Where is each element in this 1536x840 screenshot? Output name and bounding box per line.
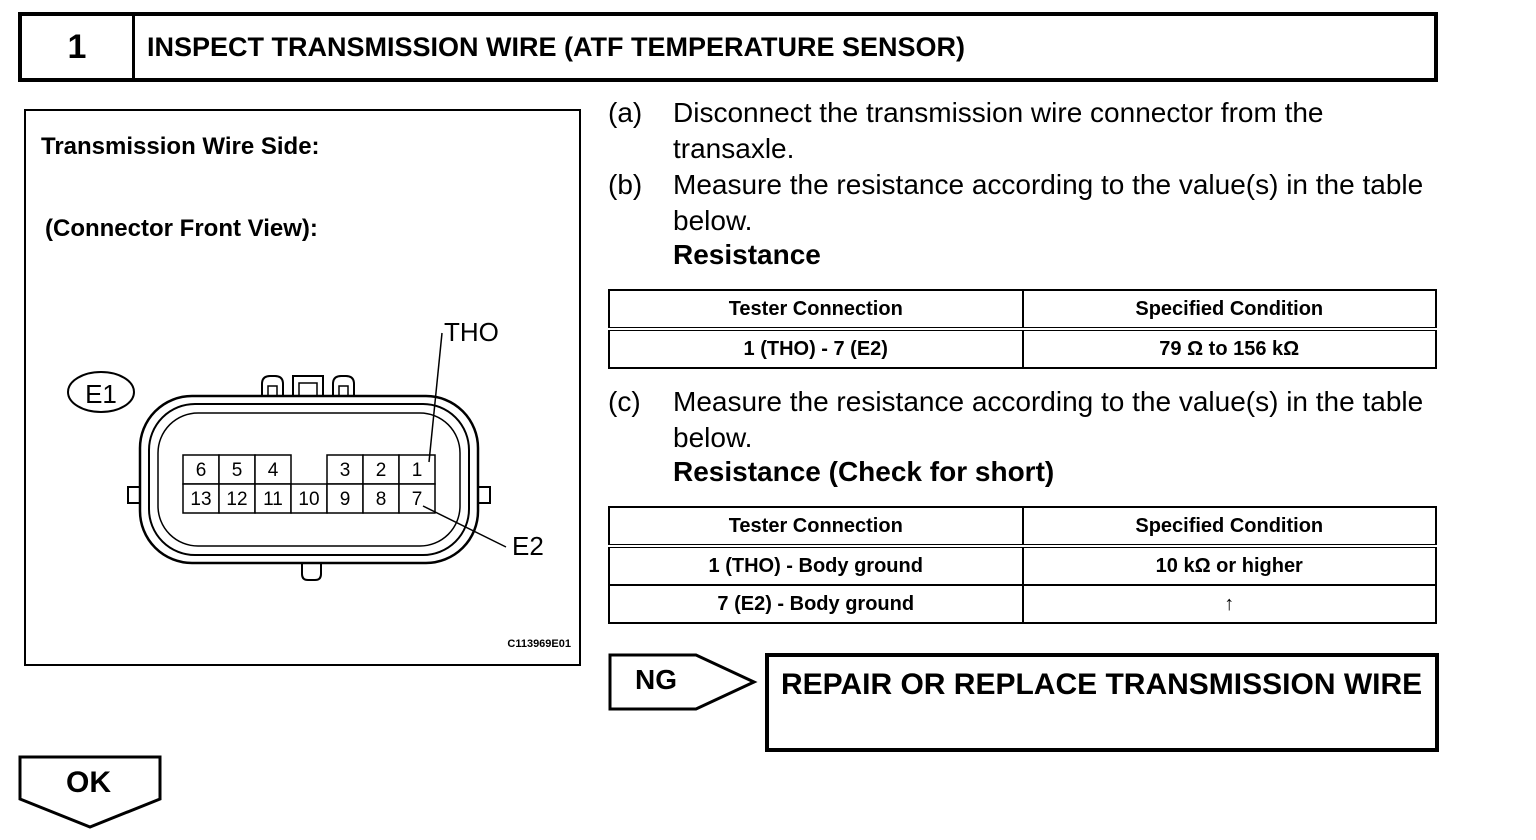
latch-center (292, 375, 324, 396)
connector-housing-face (157, 412, 461, 547)
e2-callout: E2 (512, 531, 544, 561)
step-c-label: (c) (608, 386, 641, 417)
latch-right (332, 375, 355, 396)
step-b: (b) Measure the resistance according to … (608, 167, 1438, 239)
resistance-table: Tester Connection Specified Condition 1 … (608, 289, 1437, 369)
ng-label: NG (635, 664, 677, 695)
step-a-label: (a) (608, 97, 643, 128)
table-header-connection: Tester Connection (608, 289, 1024, 331)
pin-cell (254, 483, 292, 514)
table-cell: ↑ (1021, 584, 1437, 624)
pin-cell (218, 483, 256, 514)
table-header-condition: Specified Condition (1021, 289, 1437, 331)
step-c-text: Measure the resistance according to the … (673, 386, 1424, 453)
table-row: 1 (THO) - Body ground 10 kΩ or higher (608, 545, 1437, 586)
connector-id-oval (67, 371, 135, 413)
step-b-text: Measure the resistance according to the … (673, 169, 1424, 236)
pin-cell (254, 454, 292, 485)
step-b-label: (b) (608, 169, 643, 200)
pin-label: 8 (376, 489, 387, 510)
pin-label: 11 (263, 489, 283, 510)
table-row: 1 (THO) - 7 (E2) 79 Ω to 156 kΩ (608, 328, 1437, 369)
table-header-connection: Tester Connection (608, 506, 1024, 548)
pin-label: 6 (196, 460, 207, 481)
pin-label: 12 (226, 489, 247, 510)
resistance-heading: Resistance (673, 239, 821, 270)
pin-label: 9 (340, 489, 351, 510)
short-check-table: Tester Connection Specified Condition 1 … (608, 506, 1437, 624)
ng-result-box: REPAIR OR REPLACE TRANSMISSION WIRE (765, 653, 1439, 752)
pin-cell (362, 483, 400, 514)
pin-label: 3 (340, 460, 351, 481)
e2-leader-line (422, 505, 507, 548)
connector-diagram: E1 6 5 4 3 2 1 13 12 11 10 9 8 7 THO E2 (67, 317, 544, 581)
connector-id-text: E1 (85, 379, 117, 409)
table-row: 7 (E2) - Body ground ↑ (608, 584, 1437, 624)
front-view-label: (Connector Front View): (45, 215, 318, 242)
step-number: 1 (22, 16, 135, 78)
latch-left (261, 375, 284, 396)
pin-label: 13 (190, 489, 211, 510)
step-title: INSPECT TRANSMISSION WIRE (ATF TEMPERATU… (147, 31, 966, 62)
short-check-heading: Resistance (Check for short) (673, 456, 1055, 487)
pin-label: 4 (268, 460, 279, 481)
step-header: 1 INSPECT TRANSMISSION WIRE (ATF TEMPERA… (18, 12, 1438, 82)
pin-label: 5 (232, 460, 243, 481)
ng-arrow (608, 653, 758, 711)
connector-illustration: Transmission Wire Side: (Connector Front… (24, 109, 581, 666)
pin-label: 1 (412, 460, 423, 481)
pin-label: 2 (376, 460, 387, 481)
step-a-text: Disconnect the transmission wire connect… (673, 97, 1324, 164)
pin-cell (326, 483, 364, 514)
table-cell: 1 (THO) - 7 (E2) (608, 328, 1024, 369)
step-c: (c) Measure the resistance according to … (608, 384, 1438, 456)
table-header-condition: Specified Condition (1021, 506, 1437, 548)
wire-side-label: Transmission Wire Side: (41, 133, 320, 160)
connector-housing-outer (138, 394, 480, 565)
side-tab-left (127, 486, 144, 504)
table-cell: 79 Ω to 156 kΩ (1021, 328, 1437, 369)
pin-grid: 6 5 4 3 2 1 13 12 11 10 9 8 7 (182, 454, 436, 514)
table-cell: 1 (THO) - Body ground (608, 545, 1024, 586)
connector-housing-inner (148, 403, 470, 556)
table-cell: 7 (E2) - Body ground (608, 584, 1024, 624)
pin-label: 7 (412, 489, 423, 510)
step-a: (a) Disconnect the transmission wire con… (608, 95, 1438, 167)
pin-cell (290, 483, 328, 514)
bottom-tab (301, 558, 322, 581)
tho-callout: THO (444, 317, 499, 347)
table-cell: 10 kΩ or higher (1021, 545, 1437, 586)
figure-code: C113969E01 (507, 638, 571, 650)
ok-arrow (18, 755, 162, 829)
ok-label: OK (66, 766, 111, 799)
side-tab-right (474, 486, 491, 504)
pin-label: 10 (298, 489, 319, 510)
tho-leader-line (428, 332, 443, 463)
